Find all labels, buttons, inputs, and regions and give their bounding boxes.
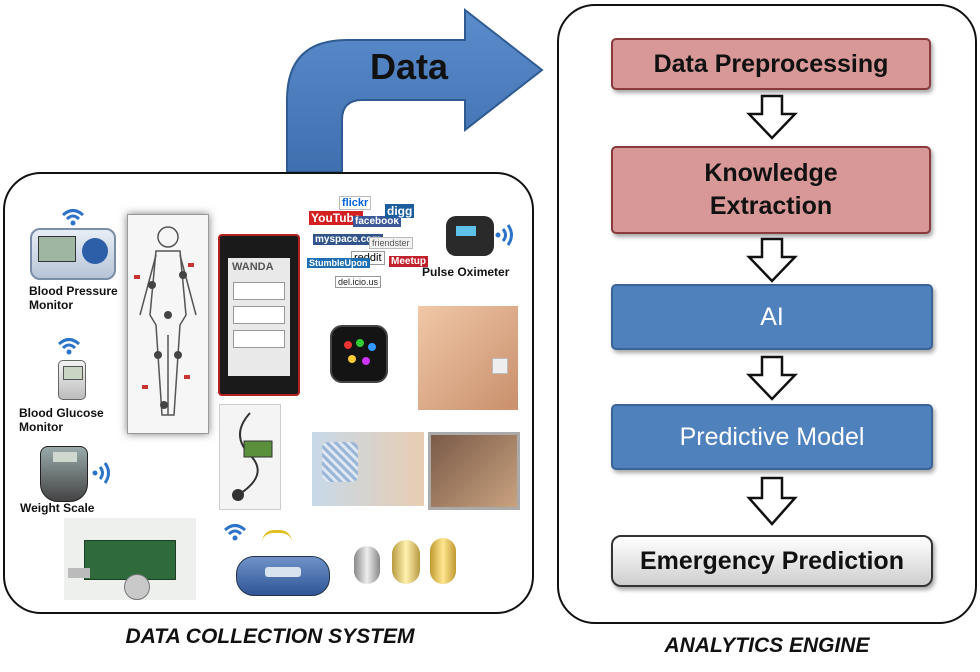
electronic-tattoo-photo — [312, 432, 424, 506]
knowledge-extraction-step: Knowledge Extraction — [611, 146, 931, 234]
body-sensor-network-image — [127, 214, 209, 434]
social-logo: friendster — [369, 237, 413, 249]
smartphone-app-image: WANDA — [218, 234, 300, 396]
blood-glucose-monitor-image — [58, 360, 86, 400]
skin-patch-photo — [418, 306, 518, 410]
transparent-sensor-photo — [428, 432, 520, 510]
emergency-prediction-step: Emergency Prediction — [611, 535, 933, 587]
pulse-oximeter-label: Pulse Oximeter — [422, 265, 510, 279]
wifi-icon — [57, 338, 81, 355]
data-preprocessing-step: Data Preprocessing — [611, 38, 931, 90]
blood-pressure-label: Blood Pressure Monitor — [29, 284, 118, 312]
social-logo: facebook — [353, 216, 401, 227]
ai-step: AI — [611, 284, 933, 350]
ingestible-sensor-pills — [350, 534, 460, 590]
electrode-leads — [262, 530, 292, 557]
data-arrow-label: Data — [370, 46, 449, 87]
predictive-model-step: Predictive Model — [611, 404, 933, 470]
social-logo: StumbleUpon — [307, 258, 370, 268]
blood-glucose-label: Blood Glucose Monitor — [19, 406, 104, 434]
wifi-icon — [61, 209, 85, 226]
wifi-icon — [223, 524, 247, 541]
social-logo: flickr — [339, 196, 372, 210]
data-flow-arrow — [286, 7, 544, 173]
social-logo: myspace.com — [313, 234, 384, 245]
weight-scale-image — [40, 446, 88, 502]
down-arrow-icon — [746, 355, 798, 401]
social-logo: digg — [385, 204, 415, 218]
smartwatch-image — [330, 325, 388, 383]
down-arrow-icon — [746, 476, 798, 526]
social-logo: YouTube — [309, 211, 363, 225]
analytics-engine-caption: ANALYTICS ENGINE — [664, 634, 870, 657]
wireless-signal-icon — [495, 224, 513, 246]
sensor-board-image — [64, 518, 196, 600]
wearable-cable-sensor-image — [219, 404, 281, 510]
down-arrow-icon — [746, 237, 798, 283]
pulse-oximeter-image — [446, 216, 494, 256]
social-logo: del.icio.us — [335, 276, 382, 288]
data-collection-caption: DATA COLLECTION SYSTEM — [125, 625, 415, 648]
app-name: WANDA — [232, 261, 274, 273]
portable-monitor-image — [236, 556, 330, 596]
down-arrow-icon — [746, 94, 798, 140]
social-media-collage: flickr YouTube facebook digg myspace.com… — [305, 196, 428, 296]
blood-pressure-monitor-image — [30, 228, 116, 280]
weight-scale-label: Weight Scale — [20, 501, 95, 515]
wireless-signal-icon — [92, 462, 110, 484]
social-logo: Meetup — [389, 256, 428, 267]
